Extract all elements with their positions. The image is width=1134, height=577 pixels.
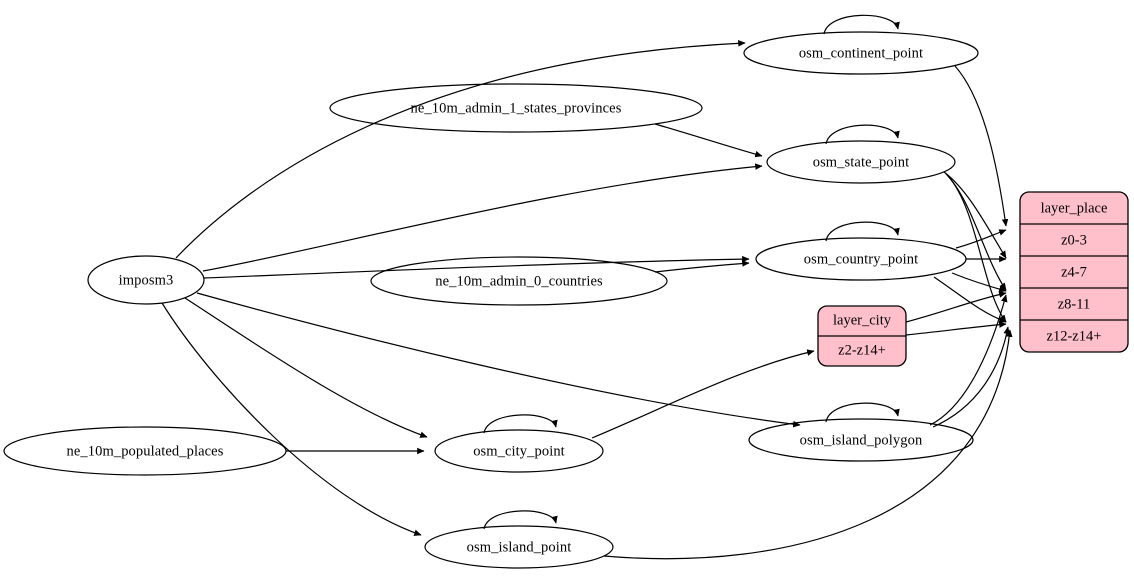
node-osm-island-point-label: osm_island_point bbox=[467, 539, 572, 555]
edge-layer-city-to-layer-place-z12-z14 bbox=[905, 321, 1007, 336]
edge-osm-state-point-to-layer-place-z8-11 bbox=[945, 173, 1007, 291]
layer-place-row-z8-11[interactable]: z8-11 bbox=[1058, 296, 1090, 312]
edge-osm-country-point-to-layer-place-z0-3 bbox=[955, 229, 1007, 249]
edge-osm-island-polygon-to-layer-place-z12-z14 bbox=[932, 326, 1010, 428]
node-osm-island-point[interactable]: osm_island_point bbox=[424, 525, 614, 569]
edge-osm-country-point-to-layer-place-z12-z14 bbox=[933, 276, 1007, 323]
edge-self-loop-osm-city-point bbox=[483, 414, 558, 434]
edge-osm-island-polygon-to-layer-place-z8-11 bbox=[929, 294, 1008, 426]
node-ne-populated-label: ne_10m_populated_places bbox=[67, 443, 224, 459]
edge-ne-admin0-to-osm-country-point bbox=[654, 260, 750, 273]
node-osm-country-point[interactable]: osm_country_point bbox=[755, 237, 967, 281]
edge-ne-admin1-to-osm-state-point bbox=[654, 123, 763, 158]
node-ne-10m-admin-1-states-provinces[interactable]: ne_10m_admin_1_states_provinces bbox=[329, 83, 703, 133]
layer-place-row-z12-z14[interactable]: z12-z14+ bbox=[1047, 328, 1102, 344]
node-layer-place-record[interactable]: layer_place z0-3 z4-7 z8-11 z12-z14+ bbox=[1019, 191, 1129, 353]
node-osm-island-polygon-label: osm_island_polygon bbox=[800, 432, 923, 448]
node-osm-country-point-label: osm_country_point bbox=[804, 251, 918, 267]
node-osm-city-point-label: osm_city_point bbox=[473, 443, 565, 459]
edge-self-loop-osm-continent-point bbox=[823, 14, 900, 35]
edge-self-loop-osm-country-point bbox=[825, 221, 900, 242]
node-osm-state-point-label: osm_state_point bbox=[813, 154, 910, 170]
node-imposm3[interactable]: imposm3 bbox=[87, 255, 205, 305]
node-ne-admin0-label: ne_10m_admin_0_countries bbox=[435, 273, 603, 289]
node-layer: imposm3 ne_10m_admin_1_states_provinces … bbox=[3, 31, 1129, 569]
layer-place-row-z4-7[interactable]: z4-7 bbox=[1061, 264, 1087, 280]
edge-osm-country-point-to-layer-place-z8-11 bbox=[951, 272, 1007, 293]
edge-layer-city-to-layer-place-z8-11 bbox=[905, 291, 1007, 323]
edge-layer bbox=[161, 14, 1013, 560]
node-osm-city-point[interactable]: osm_city_point bbox=[434, 429, 604, 473]
edge-imposm3-to-osm-island-point bbox=[161, 302, 422, 536]
edge-imposm3-to-osm-island-polygon bbox=[196, 292, 801, 428]
node-ne-10m-populated-places[interactable]: ne_10m_populated_places bbox=[3, 426, 287, 476]
edge-self-loop-osm-state-point bbox=[825, 124, 900, 145]
edge-imposm3-to-osm-city-point bbox=[184, 297, 428, 438]
node-osm-continent-point[interactable]: osm_continent_point bbox=[743, 31, 979, 75]
edge-osm-state-point-to-layer-place-z12-z14 bbox=[947, 175, 1007, 323]
node-layer-city-record[interactable]: layer_city z2-z14+ bbox=[817, 305, 907, 367]
node-osm-state-point[interactable]: osm_state_point bbox=[766, 140, 956, 184]
edge-self-loop-osm-island-point bbox=[483, 510, 558, 530]
layer-place-title: layer_place bbox=[1041, 200, 1108, 216]
node-ne-admin1-label: ne_10m_admin_1_states_provinces bbox=[411, 100, 622, 116]
edge-self-loop-osm-island-polygon bbox=[825, 402, 900, 423]
edge-osm-island-point-to-layer-place-z12-z14 bbox=[603, 329, 1013, 560]
edge-imposm3-to-osm-state-point bbox=[202, 163, 763, 272]
node-osm-island-polygon[interactable]: osm_island_polygon bbox=[748, 418, 974, 462]
layer-city-title: layer_city bbox=[833, 312, 892, 328]
node-osm-continent-point-label: osm_continent_point bbox=[799, 45, 923, 61]
node-ne-10m-admin-0-countries[interactable]: ne_10m_admin_0_countries bbox=[370, 256, 668, 306]
node-imposm3-label: imposm3 bbox=[119, 272, 174, 288]
edge-imposm3-to-osm-continent-point bbox=[175, 40, 746, 259]
edge-osm-city-point-to-layer-city bbox=[591, 349, 815, 439]
edge-imposm3-to-osm-country-point bbox=[203, 255, 750, 279]
layer-place-row-z0-3[interactable]: z0-3 bbox=[1061, 232, 1087, 248]
edge-osm-state-point-to-layer-place-z4-7 bbox=[943, 171, 1007, 259]
layer-city-row-z2-z14[interactable]: z2-z14+ bbox=[838, 342, 886, 358]
edge-osm-continent-point-to-layer-place-z0-3 bbox=[954, 65, 1009, 227]
